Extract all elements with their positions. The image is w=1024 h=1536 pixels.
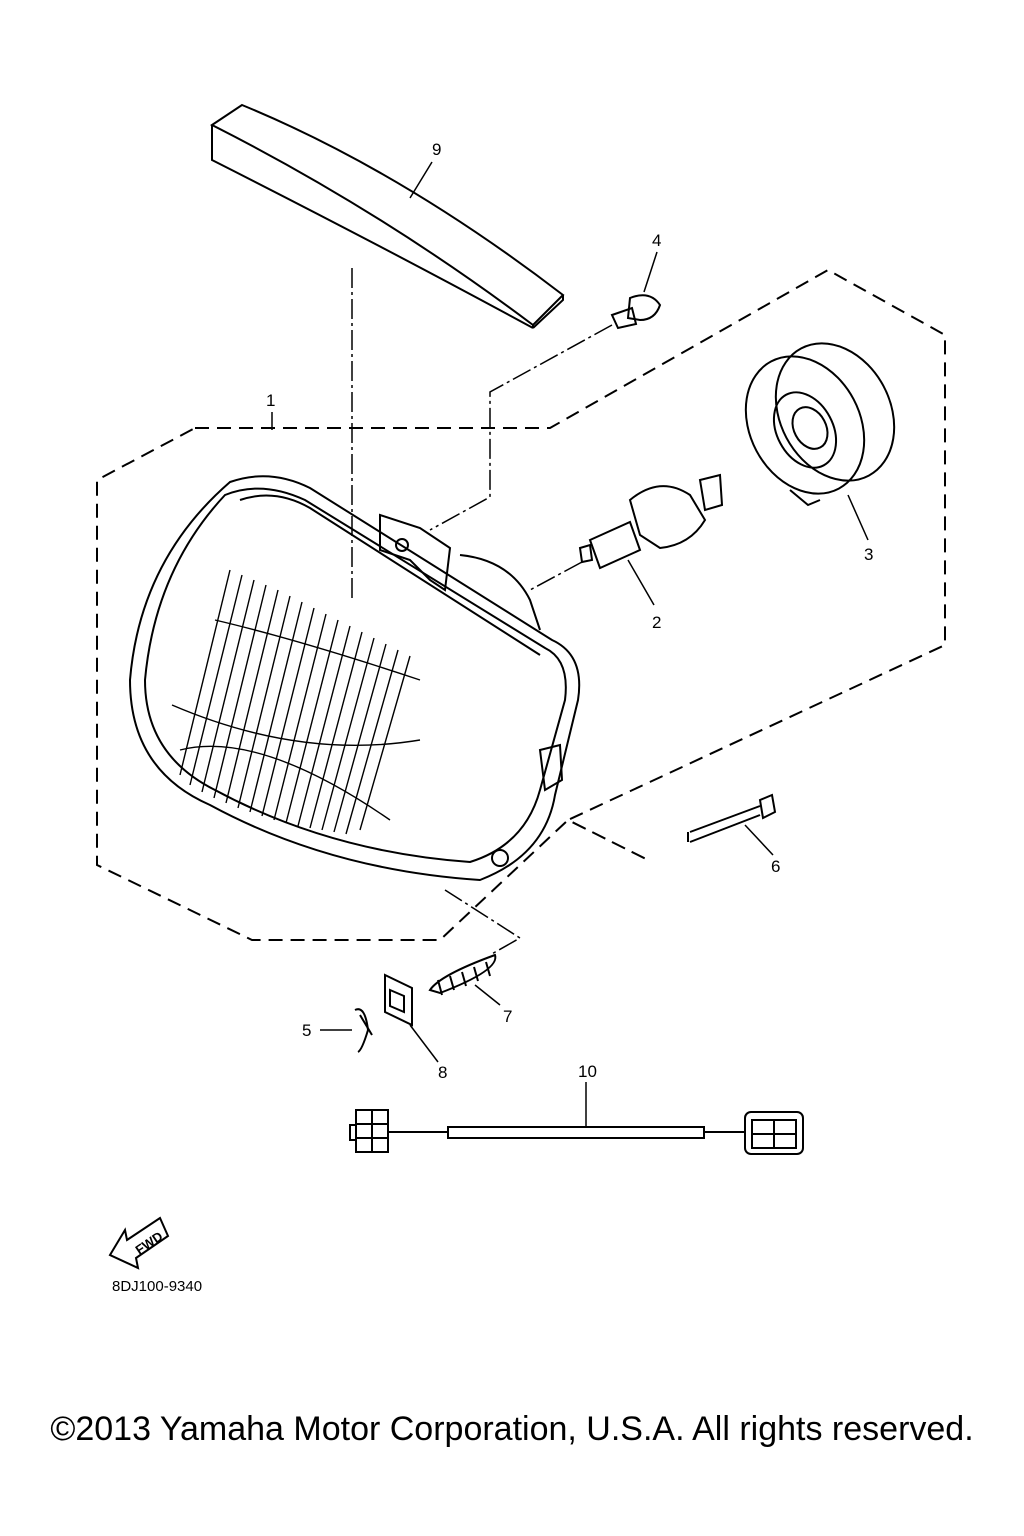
callout-1: 1 (266, 391, 275, 410)
callout-5: 5 (302, 1021, 311, 1040)
callout-3: 3 (864, 545, 873, 564)
callout-8: 8 (438, 1063, 447, 1082)
callout-4: 4 (652, 231, 661, 250)
part-6-screw (687, 793, 777, 843)
part-10-harness (349, 1109, 804, 1155)
part-2-bulb (578, 473, 724, 570)
callout-leader-6 (744, 824, 774, 856)
leader-4 (429, 324, 613, 531)
callout-7: 7 (503, 1007, 512, 1026)
callout-leader-4 (643, 251, 658, 293)
callout-leader-8 (409, 1024, 439, 1063)
copyright-notice: ©2013 Yamaha Motor Corporation, U.S.A. A… (50, 1410, 974, 1448)
callout-6: 6 (771, 857, 780, 876)
part-8-clip (384, 973, 413, 1027)
part-3-bulb-cover (744, 342, 896, 507)
callout-leader-9 (409, 161, 433, 199)
leader-7-line (444, 889, 522, 956)
callout-leader-3 (847, 494, 869, 541)
callout-2: 2 (652, 613, 661, 632)
callout-9: 9 (432, 140, 441, 159)
part-7-spring (428, 953, 497, 996)
diagram-part-code: 8DJ100-9340 (112, 1278, 203, 1295)
fwd-arrow-icon (108, 1216, 170, 1270)
callout-10: 10 (578, 1062, 597, 1081)
assembly-boundary (96, 268, 946, 941)
part-1-headlight-unit (128, 475, 581, 882)
part-5-clip (354, 1008, 373, 1053)
part-9-visor-pad (210, 103, 565, 329)
leader-2-line (529, 561, 583, 591)
part-4-fastener (610, 294, 662, 330)
callout-leader-2 (627, 559, 655, 606)
callout-leader-7 (474, 984, 501, 1006)
